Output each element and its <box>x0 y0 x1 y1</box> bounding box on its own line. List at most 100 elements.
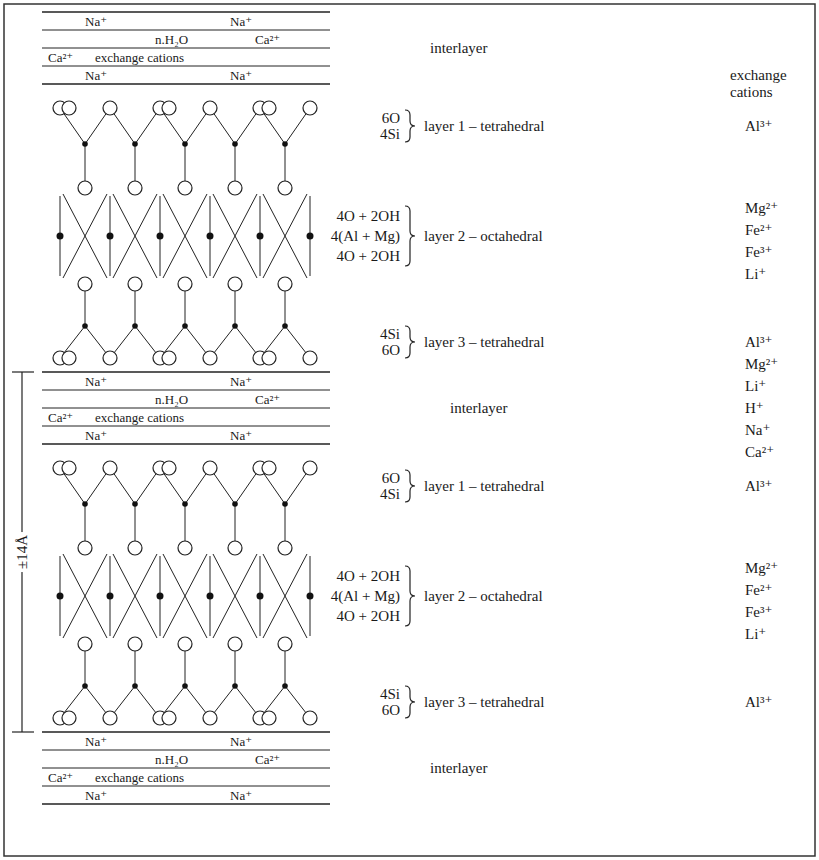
band-line <box>42 30 330 31</box>
cation-label: Li⁺ <box>745 266 766 283</box>
oxygen-atom <box>78 181 92 195</box>
layer-label: interlayer <box>430 760 487 777</box>
cation-atom <box>157 233 164 240</box>
bond-line <box>163 194 207 278</box>
bond-line <box>263 554 307 638</box>
layer-label: layer 1 – tetrahedral <box>424 118 544 135</box>
band-label: Na⁺ <box>230 734 252 749</box>
bond-line <box>213 554 257 638</box>
brace <box>405 566 415 626</box>
cation-atom <box>132 323 138 329</box>
brace <box>405 110 415 142</box>
oxygen-atom <box>303 461 317 475</box>
cation-label: Al³⁺ <box>745 118 772 135</box>
cation-label: Al³⁺ <box>745 478 772 495</box>
bond-line <box>63 194 107 278</box>
cation-atom <box>82 141 88 147</box>
band-label: Ca²⁺ <box>255 32 280 47</box>
cation-atom <box>57 233 64 240</box>
oxygen-atom <box>62 351 76 365</box>
cation-atom <box>232 501 238 507</box>
bond-line <box>113 194 157 278</box>
layer-label: layer 3 – tetrahedral <box>424 334 544 351</box>
silicate-layer <box>53 101 317 365</box>
band-line <box>42 408 330 409</box>
formula-label: 6O <box>382 470 400 487</box>
oxygen-atom <box>128 181 142 195</box>
formula-label: 4(Al + Mg) <box>331 588 400 605</box>
oxygen-atom <box>262 351 276 365</box>
bond-line <box>213 194 257 278</box>
brace <box>405 686 415 718</box>
band-line <box>42 443 330 444</box>
brace <box>405 206 415 266</box>
oxygen-atom <box>262 711 276 725</box>
oxygen-atom <box>162 461 176 475</box>
formula-label: 4O + 2OH <box>337 208 400 225</box>
braces <box>405 110 415 718</box>
oxygen-atom <box>262 101 276 115</box>
bond-line <box>213 554 257 638</box>
layer-label: interlayer <box>450 400 507 417</box>
oxygen-atom <box>103 461 117 475</box>
band-label: Ca²⁺ <box>255 752 280 767</box>
layer-label: layer 3 – tetrahedral <box>424 694 544 711</box>
band-label: Na⁺ <box>85 428 107 443</box>
oxygen-atom <box>278 637 292 651</box>
dimension-label: ±14Å <box>12 532 33 572</box>
cation-label: Ca²⁺ <box>745 444 774 461</box>
oxygen-atom <box>128 277 142 291</box>
silicate-layer <box>53 461 317 725</box>
oxygen-atom <box>278 277 292 291</box>
band-label: Ca²⁺ <box>48 770 73 785</box>
bond-line <box>113 554 157 638</box>
bond-line <box>63 194 107 278</box>
band-label: Na⁺ <box>230 68 252 83</box>
bond-line <box>113 194 157 278</box>
band-label: Na⁺ <box>85 788 107 803</box>
oxygen-atom <box>62 711 76 725</box>
oxygen-atom <box>228 637 242 651</box>
oxygen-atom <box>162 101 176 115</box>
cation-label: Fe³⁺ <box>745 604 772 621</box>
cation-atom <box>232 323 238 329</box>
formula-label: 4O + 2OH <box>337 608 400 625</box>
cation-label: Fe²⁺ <box>745 582 772 599</box>
band-label: Ca²⁺ <box>255 392 280 407</box>
oxygen-atom <box>228 181 242 195</box>
band-label: Na⁺ <box>85 14 107 29</box>
band-line <box>42 11 330 12</box>
band-label: n.H₂O <box>155 32 188 47</box>
cation-atom <box>132 141 138 147</box>
cation-atom <box>282 683 288 689</box>
band-line <box>42 83 330 84</box>
band-line <box>42 786 330 787</box>
cation-atom <box>182 141 188 147</box>
formula-label: 6O <box>382 342 400 359</box>
oxygen-atom <box>62 461 76 475</box>
oxygen-atom <box>203 351 217 365</box>
bond-line <box>63 554 107 638</box>
cation-atom <box>282 501 288 507</box>
oxygen-atom <box>128 541 142 555</box>
cation-atom <box>207 593 214 600</box>
cation-atom <box>107 233 114 240</box>
dimension-tick <box>12 371 34 372</box>
cation-atom <box>282 323 288 329</box>
cation-atom <box>182 323 188 329</box>
cation-atom <box>232 141 238 147</box>
formula-label: 4O + 2OH <box>337 568 400 585</box>
bond-line <box>263 554 307 638</box>
bond-line <box>163 194 207 278</box>
oxygen-atom <box>303 101 317 115</box>
oxygen-atom <box>78 277 92 291</box>
cation-atom <box>82 323 88 329</box>
dimension-tick <box>12 731 34 732</box>
bond-line <box>163 554 207 638</box>
oxygen-atom <box>128 637 142 651</box>
oxygen-atom <box>303 711 317 725</box>
band-line <box>42 731 330 732</box>
cation-atom <box>82 683 88 689</box>
cation-atom <box>132 683 138 689</box>
band-label: Na⁺ <box>85 68 107 83</box>
